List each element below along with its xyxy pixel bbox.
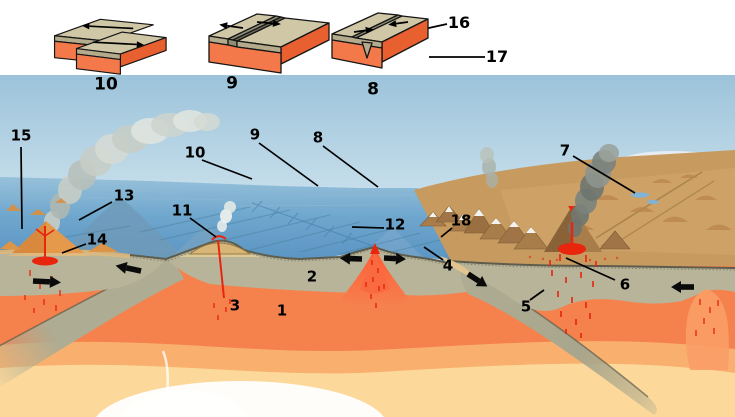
label-3: 3	[229, 296, 241, 315]
label-inset-transform: 10	[94, 74, 118, 95]
snow-caps	[429, 206, 536, 233]
label-14: 14	[86, 230, 108, 249]
inset-block-convergent	[331, 12, 429, 69]
hotspot-island	[178, 201, 262, 320]
label-5: 5	[520, 297, 532, 316]
inset-block-transform	[53, 18, 167, 75]
convergent-motion-arrows	[353, 20, 409, 34]
mantle-upwelling	[161, 350, 170, 417]
arrow-left-of-ridge	[340, 252, 363, 265]
label-12: 12	[384, 215, 406, 234]
label-4: 4	[442, 256, 454, 275]
island-arc-islands	[0, 198, 118, 256]
label-inset-top-layer: 16	[447, 13, 471, 32]
seafloor-ridge-texture	[251, 200, 374, 247]
label-2: 2	[306, 267, 318, 286]
arrow-downgoing-slab	[466, 271, 488, 287]
magma-conduit-hotspot	[211, 235, 231, 320]
crust-dip-notch	[361, 41, 373, 59]
arrow-left-subducting-plate	[115, 262, 142, 274]
transform-motion-arrows	[82, 22, 145, 48]
plate-motion-arrows	[32, 252, 694, 293]
label-8: 8	[312, 128, 324, 147]
steam-puff	[217, 220, 227, 232]
inset-block-divergent	[208, 13, 330, 74]
surface-fissures	[528, 255, 619, 262]
left-subducting-slab	[0, 259, 184, 387]
mountain-range	[419, 205, 631, 250]
label-inset-bottom-layer: 17	[485, 47, 509, 66]
label-10: 10	[184, 143, 206, 162]
arrow-right-left-plate	[32, 275, 61, 288]
label-18: 18	[450, 211, 472, 230]
submarine-volcano	[55, 196, 185, 258]
mantle-plume-right	[685, 289, 729, 370]
arrow-right-of-ridge	[383, 252, 406, 265]
rift-lake	[631, 192, 649, 198]
divergent-motion-arrows	[219, 19, 281, 30]
label-7: 7	[559, 141, 571, 160]
label-inset-divergent: 9	[226, 73, 238, 94]
label-15: 15	[10, 126, 32, 145]
label-9: 9	[249, 125, 261, 144]
magma-chamber-continental	[528, 222, 619, 338]
label-6: 6	[619, 275, 631, 294]
arrow-right-plate	[671, 281, 694, 293]
right-subducting-slab	[460, 267, 657, 415]
magma-conduit-island-arc	[24, 226, 61, 313]
mid-ocean-ridge-magma	[341, 243, 409, 309]
continental-crust	[440, 256, 735, 311]
label-inset-convergent: 8	[367, 79, 379, 100]
label-13: 13	[113, 186, 135, 205]
label-1: 1	[276, 301, 288, 320]
volcano-smoke-left	[44, 110, 220, 233]
label-11: 11	[171, 201, 193, 220]
